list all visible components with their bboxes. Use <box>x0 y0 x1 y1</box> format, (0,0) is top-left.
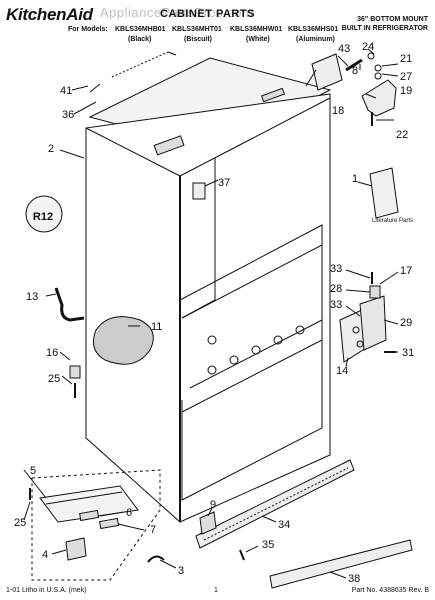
base-rail-5 <box>39 485 139 523</box>
kick-plate-34 <box>195 459 355 549</box>
callout-35: 35 <box>262 539 274 551</box>
cabinet-shell <box>85 93 331 523</box>
callout-25-lower: 25 <box>14 517 26 529</box>
callout-37: 37 <box>218 177 230 189</box>
part-tube-13 <box>54 287 85 322</box>
callout-29: 29 <box>400 317 412 329</box>
watermark: AppliancePartsPros.com <box>100 5 254 20</box>
callout-14: 14 <box>336 365 348 377</box>
callout-41: 41 <box>60 85 72 97</box>
callout-13: 13 <box>26 291 38 303</box>
subtitle-line-2: BUILT IN REFRIGERATOR <box>341 25 428 32</box>
callout-27: 27 <box>400 71 412 83</box>
callout-19: 19 <box>400 85 412 97</box>
part-16 <box>69 365 81 379</box>
model-code: KBLS36MHW01 <box>230 26 283 33</box>
part-clip-37 <box>192 182 206 200</box>
callout-25-upper: 25 <box>48 373 60 385</box>
callout-8: 8 <box>352 65 358 77</box>
hinge-assembly-19 <box>361 79 397 117</box>
page-title: CABINET PARTS <box>160 8 255 20</box>
subtitle-line-1: 36" BOTTOM MOUNT <box>357 16 428 23</box>
callout-2: 2 <box>48 143 54 155</box>
callout-3: 3 <box>178 565 184 577</box>
callout-28: 28 <box>330 283 342 295</box>
footer-part-number: Part No. 4388635 Rev. B <box>351 587 429 594</box>
callout-38: 38 <box>348 573 360 585</box>
callout-6: 6 <box>126 507 132 519</box>
brand-logo: KitchenAid <box>6 5 93 24</box>
callout-1: 1 <box>352 173 358 185</box>
model-finish: (White) <box>246 36 270 43</box>
model-code: KBLS36MHB01 <box>115 26 166 33</box>
rev-badge-circle <box>25 195 63 233</box>
callout-9: 9 <box>210 499 216 511</box>
callout-11: 11 <box>151 321 162 333</box>
callout-22: 22 <box>396 129 408 141</box>
literature-parts-book <box>369 167 399 219</box>
callout-36: 36 <box>62 109 74 121</box>
callout-17: 17 <box>400 265 412 277</box>
callout-34: 34 <box>278 519 290 531</box>
callout-24: 24 <box>362 41 374 53</box>
part-insulation-11 <box>93 316 154 365</box>
model-finish: (Aluminum) <box>296 36 335 43</box>
model-finish: (Black) <box>128 36 152 43</box>
callout-31: 31 <box>402 347 414 359</box>
callout-43: 43 <box>338 43 350 55</box>
callout-21: 21 <box>400 53 412 65</box>
hinge-bracket-18 <box>311 53 343 91</box>
callout-33-upper: 33 <box>330 263 342 275</box>
footer-litho: 1-01 Litho in U.S.A. (mek) <box>6 587 87 594</box>
base-grille-frame <box>31 469 161 581</box>
callout-7: 7 <box>150 524 156 536</box>
footer-page-number: 1 <box>214 587 218 594</box>
callout-4: 4 <box>42 549 48 561</box>
model-finish: (Biscuit) <box>184 36 212 43</box>
callout-18: 18 <box>332 105 344 117</box>
callout-16: 16 <box>46 347 58 359</box>
literature-parts-label: Literature Parts <box>372 218 414 224</box>
callout-33-lower: 33 <box>330 299 342 311</box>
bracket-4 <box>65 537 87 561</box>
toe-grille-38 <box>269 539 413 589</box>
rev-badge: R12 <box>33 211 53 223</box>
hinge-bracket-top <box>153 135 185 156</box>
model-code: KBLS36MHT01 <box>172 26 222 33</box>
hinge-plate-29 <box>359 295 387 351</box>
callout-5: 5 <box>30 465 36 477</box>
models-label: For Models: <box>68 26 108 33</box>
model-code: KBLS36MHS01 <box>288 26 339 33</box>
